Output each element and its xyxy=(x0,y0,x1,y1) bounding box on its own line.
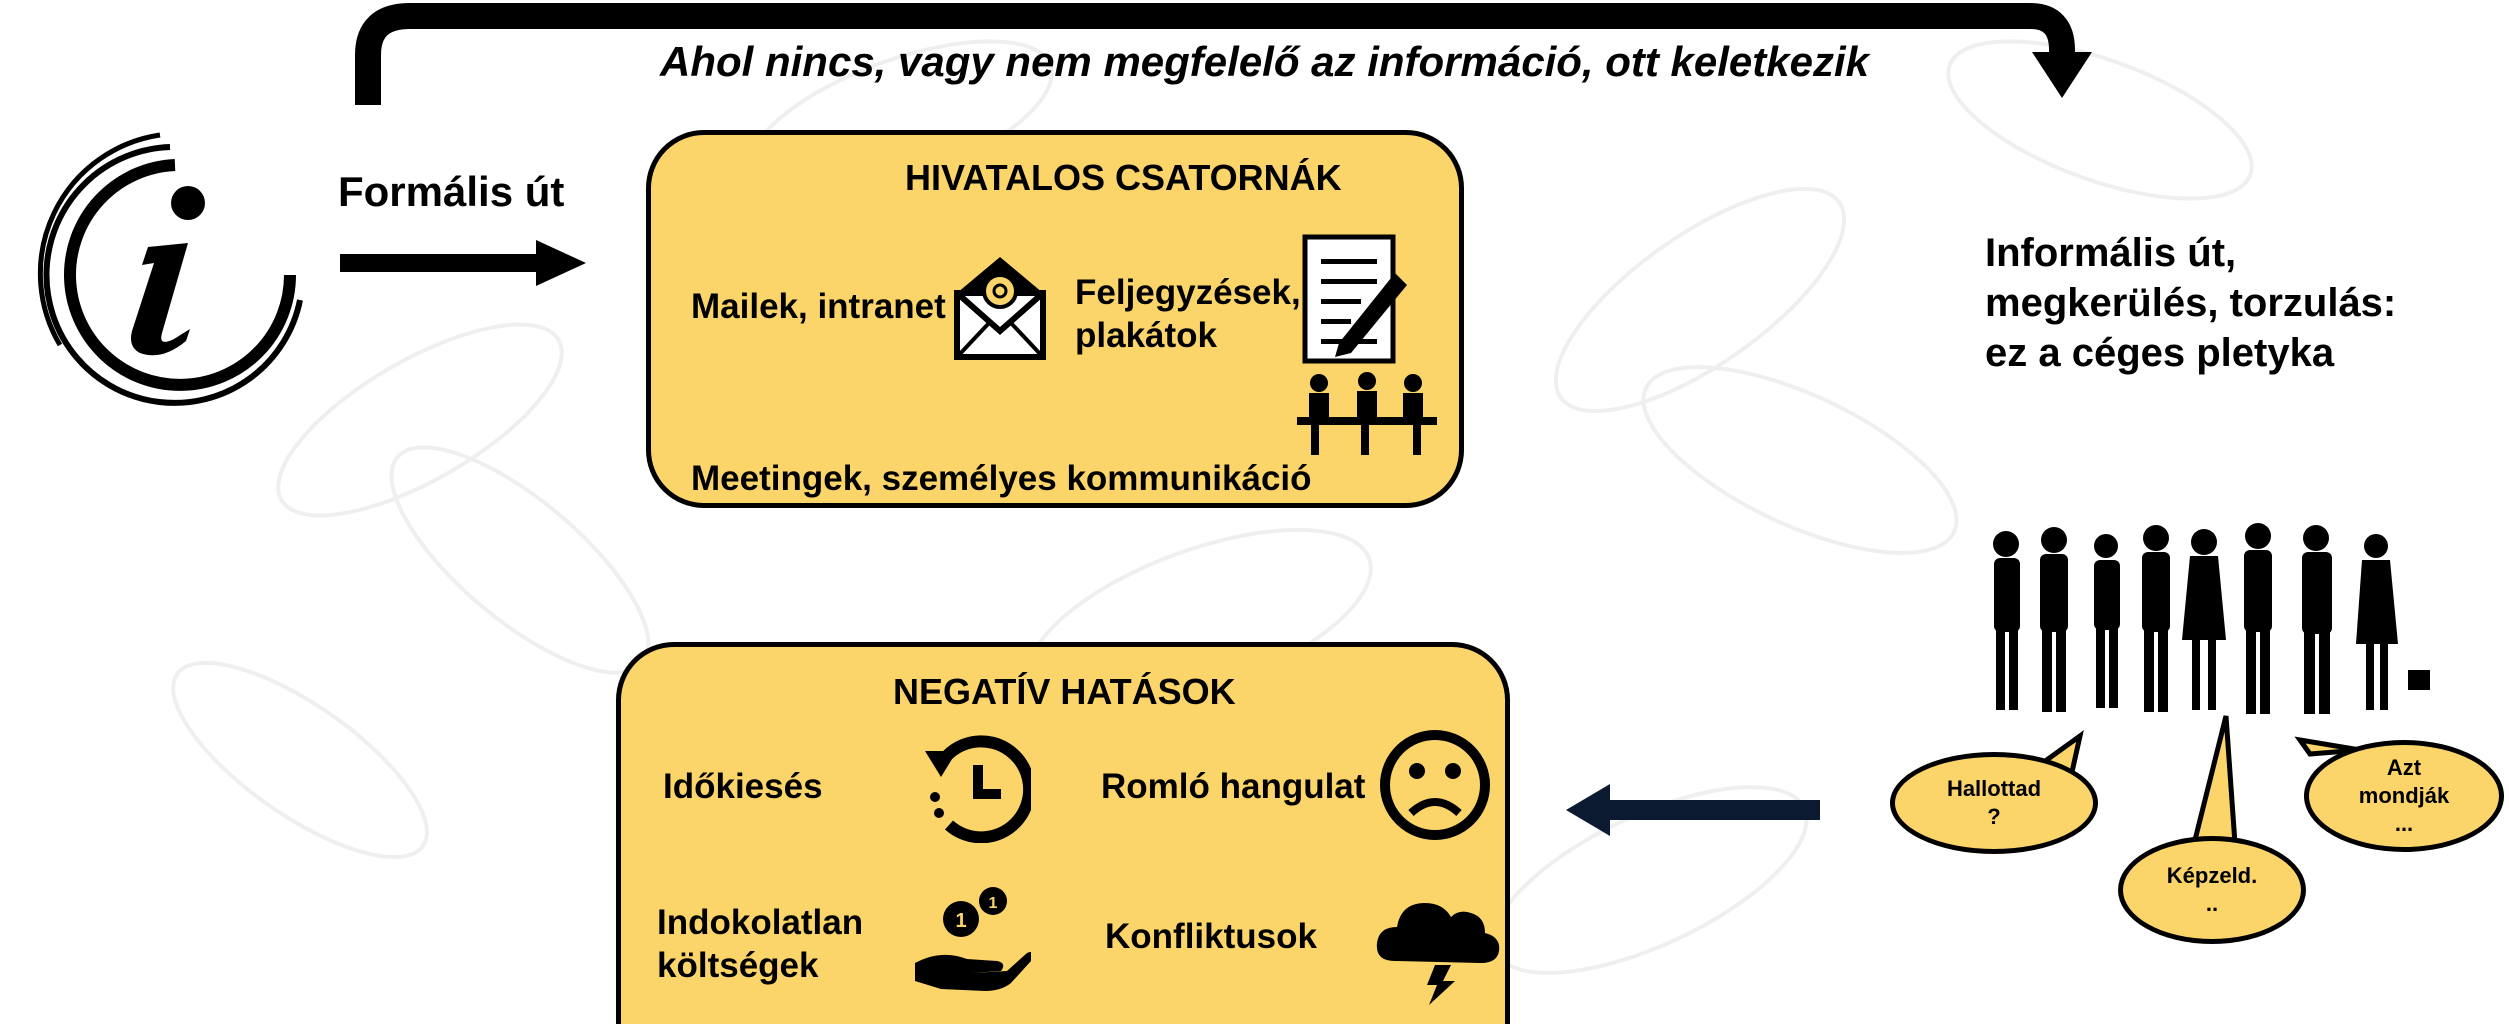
storm-cloud-icon xyxy=(1376,903,1500,1005)
formal-path-label: Formális út xyxy=(338,168,565,215)
speech-bubble-kepzeld: Képzeld... xyxy=(2118,836,2306,944)
feedback-arrow xyxy=(1566,784,1820,836)
mail-intranet-label: Mailek, intranet xyxy=(691,287,946,326)
official-channels-title: HIVATALOS CSATORNÁK xyxy=(905,157,1342,198)
negative-effects-box: NEGATÍV HATÁSOK Időkiesés Romló hangulat… xyxy=(616,642,1510,1024)
mail-envelope-icon xyxy=(954,257,1046,360)
time-loss-label: Időkiesés xyxy=(663,767,823,806)
sad-face-icon xyxy=(1380,730,1490,840)
svg-text:1: 1 xyxy=(989,895,998,912)
notes-posters-label: Feljegyzések, plakátok xyxy=(1075,273,1301,355)
official-channels-box: HIVATALOS CSATORNÁK Mailek, intranet Fel… xyxy=(646,130,1464,508)
speech-bubble-hallottad: Hallottad? xyxy=(1890,752,2098,854)
mood-label: Romló hangulat xyxy=(1101,767,1366,806)
conflicts-label: Konfliktusok xyxy=(1105,917,1317,956)
meeting-people-icon xyxy=(1297,372,1437,455)
svg-text:1: 1 xyxy=(955,910,966,932)
formal-arrow xyxy=(340,240,586,286)
top-flow-caption: Ahol nincs, vagy nem megfelelő az inform… xyxy=(660,38,1869,85)
clock-rewind-icon xyxy=(925,735,1031,843)
people-group-icon xyxy=(1993,523,2430,714)
info-icon xyxy=(37,132,303,406)
coins-hand-icon: 1 1 xyxy=(915,887,1031,991)
informal-path-text: Informális út, megkerülés, torzulás: ez … xyxy=(1985,231,2397,375)
note-pencil-icon xyxy=(1302,234,1407,364)
meetings-label: Meetingek, személyes kommunikáció xyxy=(691,459,1312,498)
negative-effects-title: NEGATÍV HATÁSOK xyxy=(893,671,1236,712)
costs-label: Indokolatlan költségek xyxy=(657,903,864,985)
top-flow-arrow xyxy=(355,3,2092,105)
